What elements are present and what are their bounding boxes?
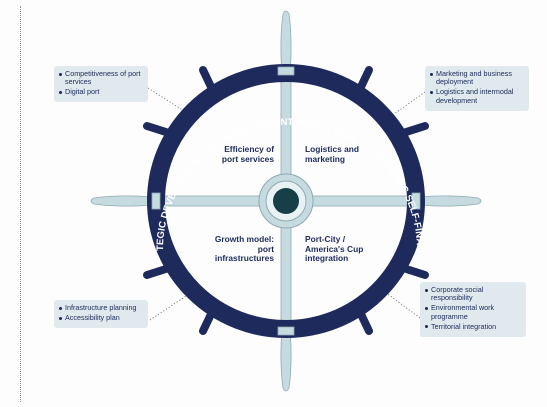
label-growth-model: Growth model: port infrastructures xyxy=(214,234,274,264)
callout-item: Competitiveness of port services xyxy=(59,69,142,87)
callout-top-left: Competitiveness of port services Digital… xyxy=(54,66,148,103)
callout-bottom-left: Infrastructure planning Accessibility pl… xyxy=(54,300,148,328)
callout-item: Territorial integration xyxy=(425,322,520,331)
callout-item: Marketing and business deployment xyxy=(430,69,523,87)
callout-top-right: Marketing and business deployment Logist… xyxy=(425,66,529,111)
callout-item: Infrastructure planning xyxy=(59,303,142,312)
ring-joints xyxy=(151,66,421,336)
callout-item: Logistics and intermodal development xyxy=(430,88,523,105)
ring-text: STRATEGIC DEVELOPMENT AND MANAGEMENT WIT… xyxy=(0,0,425,253)
wheel-hub xyxy=(258,173,314,229)
callout-item: Accessibility plan xyxy=(59,313,142,322)
label-logistics-marketing: Logistics and marketing xyxy=(305,144,359,164)
label-port-city-integration: Port-City / America's Cup integration xyxy=(305,234,364,264)
label-efficiency-port-services: Efficiency of port services xyxy=(221,144,274,164)
callout-item: Environmental work programme xyxy=(425,304,520,321)
leader-line-bottom-right xyxy=(384,291,421,319)
dotted-margin-rule xyxy=(20,6,21,402)
handle-bottom xyxy=(280,329,292,392)
callout-bottom-right: Corporate social responsibility Environm… xyxy=(420,282,526,337)
handle-left xyxy=(90,195,153,207)
callout-item: Digital port xyxy=(59,87,142,96)
handle-right xyxy=(419,195,482,207)
hub-center xyxy=(273,188,299,214)
handle-top xyxy=(280,10,292,73)
diagonal-handles xyxy=(143,66,429,335)
callout-item: Corporate social responsibility xyxy=(425,285,520,303)
